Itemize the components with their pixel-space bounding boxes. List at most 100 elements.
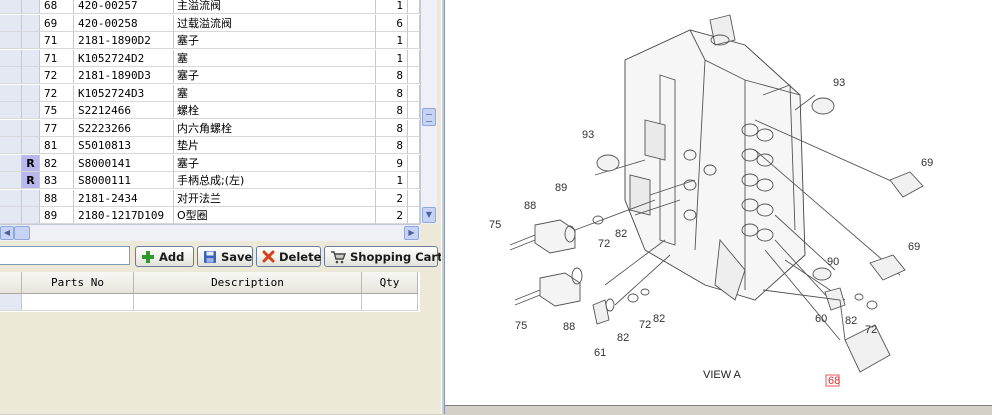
cell-part-no[interactable]: S2212466 [74,102,174,119]
row-selector[interactable] [0,49,22,67]
callout-89[interactable]: 89 [555,182,567,194]
cart-row-selector[interactable] [0,294,22,311]
cell-description[interactable]: 过载溢流阀 [174,14,376,32]
add-button[interactable]: Add [135,246,194,267]
row-selector[interactable] [0,0,22,14]
scroll-down-icon[interactable]: ▼ [422,207,436,223]
cell-part-no[interactable]: 2180-1217D109 [74,207,174,224]
cell-description[interactable]: 内六角螺栓 [174,119,376,137]
row-selector[interactable] [0,207,22,224]
cell-qty[interactable]: 1 [376,32,408,49]
row-selector[interactable] [0,172,22,189]
row-selector[interactable] [0,67,22,84]
callout-90[interactable]: 90 [827,256,839,268]
row-selector[interactable] [0,32,22,49]
callout-69-upper[interactable]: 69 [921,157,933,169]
cart-cell-description[interactable] [134,294,362,311]
cell-qty[interactable]: 6 [376,14,408,32]
row-selector[interactable] [0,154,22,172]
horizontal-scroll-thumb[interactable] [14,226,30,240]
panel-splitter[interactable] [441,0,445,414]
callout-82-left[interactable]: 82 [615,228,627,240]
cell-description[interactable]: 主溢流阀 [174,0,376,14]
cell-description[interactable]: 塞 [174,49,376,67]
cell-item-no[interactable]: 71 [40,32,74,49]
cell-item-no[interactable]: 72 [40,67,74,84]
save-button[interactable]: Save [197,246,253,267]
cell-qty[interactable]: 8 [376,67,408,84]
callout-93-top[interactable]: 93 [833,77,845,89]
cell-qty[interactable]: 1 [376,0,408,14]
cart-cell-parts-no[interactable] [22,294,134,311]
cell-description[interactable]: O型圈 [174,207,376,224]
cell-item-no[interactable]: 72 [40,84,74,102]
cell-qty[interactable]: 2 [376,207,408,224]
cart-header-qty[interactable]: Qty [362,272,418,294]
callout-61[interactable]: 61 [594,347,606,359]
cell-item-no[interactable]: 69 [40,14,74,32]
row-selector[interactable] [0,137,22,154]
cell-description[interactable]: 塞子 [174,67,376,84]
cart-header-description[interactable]: Description [134,272,362,294]
cell-part-no[interactable]: K1052724D3 [74,84,174,102]
cell-qty[interactable]: 8 [376,119,408,137]
cell-part-no[interactable]: K1052724D2 [74,49,174,67]
cell-qty[interactable]: 8 [376,137,408,154]
callout-69-lower[interactable]: 69 [908,241,920,253]
cell-qty[interactable]: 1 [376,172,408,189]
cell-description[interactable]: 塞 [174,84,376,102]
callout-75-lower[interactable]: 75 [515,320,527,332]
cell-qty[interactable]: 8 [376,84,408,102]
callout-93-left[interactable]: 93 [582,129,594,141]
cell-item-no[interactable]: 82 [40,154,74,172]
cell-item-no[interactable]: 89 [40,207,74,224]
scroll-right-icon[interactable]: ▶ [404,226,419,240]
cell-part-no[interactable]: 2181-2434 [74,189,174,207]
callout-68-highlighted[interactable]: 68 [828,375,840,387]
callout-88-lower[interactable]: 88 [563,321,575,333]
cell-part-no[interactable]: S5010813 [74,137,174,154]
cell-item-no[interactable]: 77 [40,119,74,137]
cell-part-no[interactable]: 420-00258 [74,14,174,32]
toolbar-input[interactable] [0,246,130,265]
cell-description[interactable]: 手柄总成;(左) [174,172,376,189]
callout-72-center[interactable]: 72 [639,319,651,331]
cell-qty[interactable]: 9 [376,154,408,172]
cell-description[interactable]: 塞子 [174,32,376,49]
parts-table-vertical-scrollbar[interactable]: ▼ [420,0,437,224]
cell-qty[interactable]: 1 [376,49,408,67]
cell-description[interactable]: 垫片 [174,137,376,154]
cell-item-no[interactable]: 68 [40,0,74,14]
row-selector[interactable] [0,84,22,102]
callout-82-bottom[interactable]: 82 [617,332,629,344]
cell-item-no[interactable]: 83 [40,172,74,189]
cart-cell-qty[interactable] [362,294,418,311]
row-selector[interactable] [0,102,22,119]
scroll-left-icon[interactable]: ◀ [0,226,14,240]
cell-description[interactable]: 对开法兰 [174,189,376,207]
shopping-cart-button[interactable]: Shopping Cart [324,246,441,267]
cell-part-no[interactable]: S8000141 [74,154,174,172]
callout-82-right[interactable]: 82 [845,315,857,327]
cell-part-no[interactable]: S8000111 [74,172,174,189]
cell-part-no[interactable]: 420-00257 [74,0,174,14]
cell-part-no[interactable]: 2181-1890D3 [74,67,174,84]
callout-72-right[interactable]: 72 [865,324,877,336]
cell-item-no[interactable]: 88 [40,189,74,207]
cell-item-no[interactable]: 71 [40,49,74,67]
cart-header-parts-no[interactable]: Parts No [22,272,134,294]
cell-qty[interactable]: 8 [376,102,408,119]
cell-description[interactable]: 螺栓 [174,102,376,119]
